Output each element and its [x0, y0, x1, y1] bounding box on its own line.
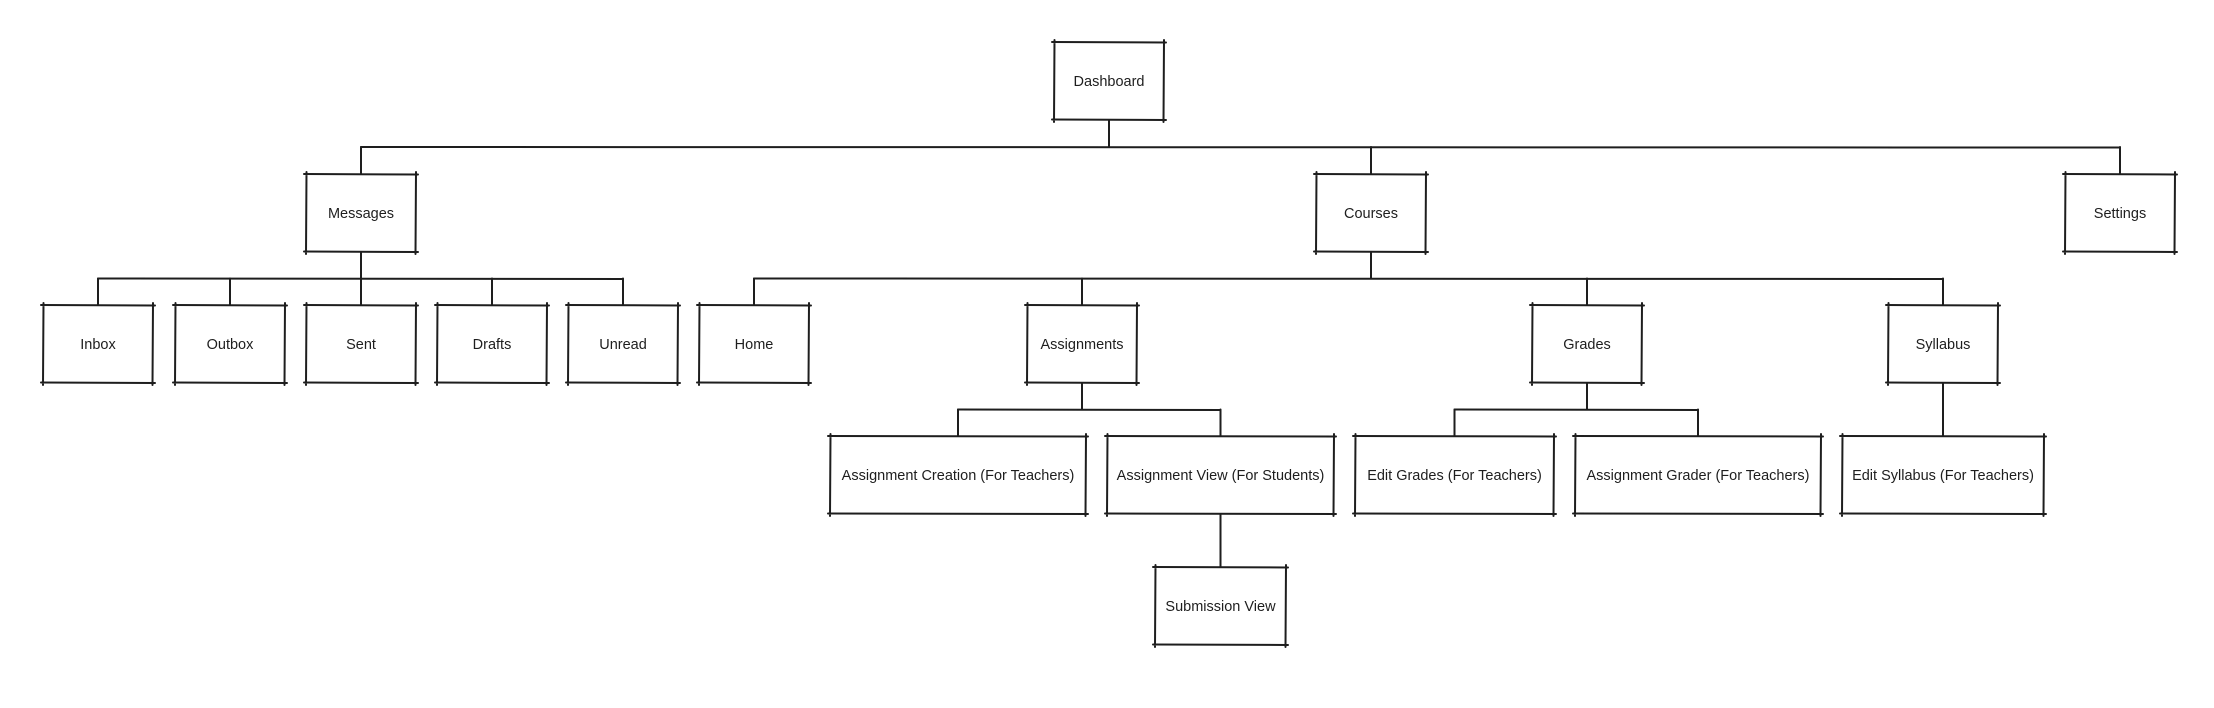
node-box: [568, 305, 678, 383]
connector-bus: [1453, 408, 1699, 411]
node-inbox: Inbox: [40, 302, 156, 386]
node-outline: [565, 302, 681, 386]
node-assignment-view: Assignment View (For Students): [1104, 433, 1337, 517]
node-label: Assignments: [1040, 337, 1123, 353]
node-outline: [1313, 171, 1429, 255]
node-edit-grades: Edit Grades (For Teachers): [1352, 433, 1557, 517]
node-label: Dashboard: [1074, 74, 1145, 90]
node-messages: Messages: [303, 171, 419, 255]
node-sent: Sent: [303, 302, 419, 386]
node-label: Sent: [346, 337, 376, 353]
node-outline: [1572, 433, 1824, 517]
connector-lines: [97, 119, 2121, 568]
node-outline: [1839, 433, 2047, 517]
node-label: Assignment View (For Students): [1117, 468, 1325, 484]
node-courses: Courses: [1313, 171, 1429, 255]
node-home: Home: [696, 302, 812, 386]
node-grades: Grades: [1529, 302, 1645, 386]
connector-dashboard: [360, 119, 2121, 175]
node-dashboard: Dashboard: [1051, 39, 1167, 123]
node-box: [1888, 305, 1998, 383]
node-unread: Unread: [565, 302, 681, 386]
node-box: [1316, 174, 1426, 252]
node-outline: [1885, 302, 2001, 386]
node-label: Edit Grades (For Teachers): [1367, 468, 1542, 484]
node-outline: [303, 302, 419, 386]
node-outline: [1352, 433, 1557, 517]
connector-bus: [360, 146, 2121, 149]
node-outbox: Outbox: [172, 302, 288, 386]
node-box: [1027, 305, 1137, 383]
node-outline: [1529, 302, 1645, 386]
node-box: [830, 436, 1086, 514]
node-label: Edit Syllabus (For Teachers): [1852, 468, 2034, 484]
node-outline: [1024, 302, 1140, 386]
node-outline: [303, 171, 419, 255]
node-box: [1842, 436, 2044, 514]
connector-courses: [753, 251, 1944, 306]
node-box: [306, 305, 416, 383]
node-label: Outbox: [207, 337, 254, 353]
node-edit-syllabus: Edit Syllabus (For Teachers): [1839, 433, 2047, 517]
node-label: Syllabus: [1916, 337, 1971, 353]
node-label: Settings: [2094, 206, 2146, 222]
node-outline: [172, 302, 288, 386]
node-label: Unread: [599, 337, 647, 353]
node-box: [43, 305, 153, 383]
node-label: Grades: [1563, 337, 1611, 353]
node-box: [175, 305, 285, 383]
node-label: Submission View: [1165, 599, 1276, 615]
node-label: Messages: [328, 206, 394, 222]
node-outline: [827, 433, 1089, 517]
node-outline: [1051, 39, 1167, 123]
node-outline: [696, 302, 812, 386]
node-label: Drafts: [473, 337, 512, 353]
node-box: [1054, 42, 1164, 120]
node-box: [306, 174, 416, 252]
connector-grades: [1453, 382, 1699, 437]
node-submission-view: Submission View: [1152, 564, 1289, 648]
node-outline: [2062, 171, 2178, 255]
node-box: [1107, 436, 1334, 514]
connector-bus: [957, 408, 1222, 411]
node-outline: [1104, 433, 1337, 517]
node-assignment-grader: Assignment Grader (For Teachers): [1572, 433, 1824, 517]
node-label: Inbox: [80, 337, 116, 353]
node-settings: Settings: [2062, 171, 2178, 255]
node-outline: [1152, 564, 1289, 648]
connector-messages: [97, 251, 624, 306]
connector-bus: [753, 277, 1944, 280]
node-box: [1532, 305, 1642, 383]
node-outline: [434, 302, 550, 386]
node-drafts: Drafts: [434, 302, 550, 386]
node-label: Home: [735, 337, 774, 353]
node-label: Courses: [1344, 206, 1398, 222]
node-box: [2065, 174, 2175, 252]
node-label: Assignment Creation (For Teachers): [842, 468, 1075, 484]
node-box: [1355, 436, 1554, 514]
node-box: [699, 305, 809, 383]
node-label: Assignment Grader (For Teachers): [1587, 468, 1810, 484]
node-syllabus: Syllabus: [1885, 302, 2001, 386]
connector-assignments: [957, 382, 1222, 437]
node-box: [1155, 567, 1286, 645]
node-assignment-creation: Assignment Creation (For Teachers): [827, 433, 1089, 517]
node-box: [1575, 436, 1821, 514]
node-outline: [40, 302, 156, 386]
node-box: [437, 305, 547, 383]
node-assignments: Assignments: [1024, 302, 1140, 386]
